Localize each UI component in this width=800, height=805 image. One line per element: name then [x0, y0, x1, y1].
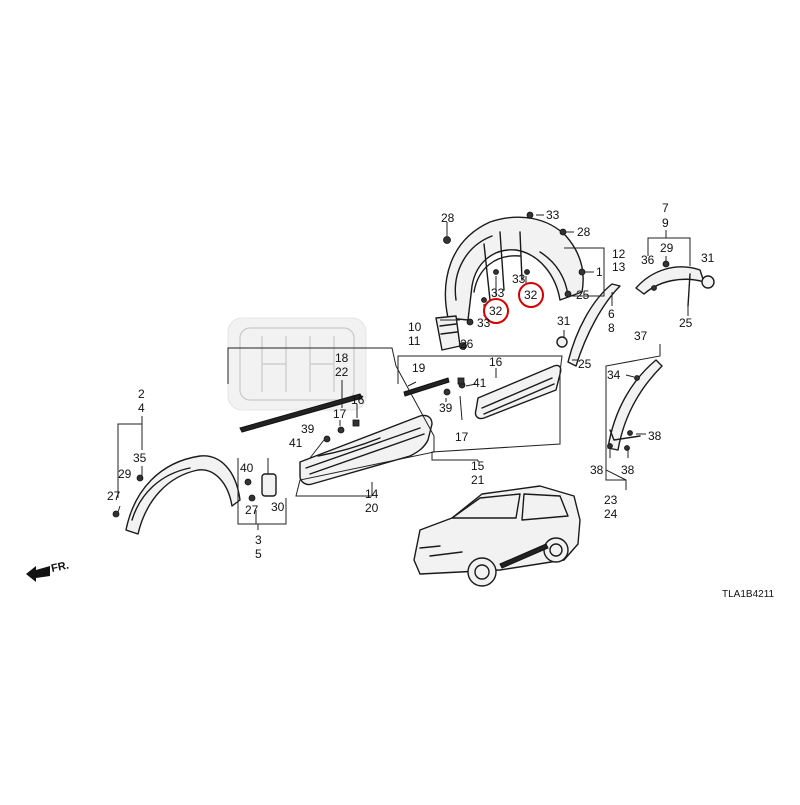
callout-38[interactable]: 38 — [590, 463, 604, 477]
rear-door-belt-strip[interactable] — [403, 377, 450, 397]
callout-5[interactable]: 5 — [255, 547, 262, 561]
callout-30[interactable]: 30 — [271, 500, 285, 514]
diagram-code: TLA1B4211 — [722, 589, 775, 600]
callout-27[interactable]: 27 — [107, 489, 121, 503]
callout-32[interactable]: 32 — [489, 304, 503, 318]
front-door-belt-strip[interactable] — [239, 393, 363, 433]
callout-36[interactable]: 36 — [641, 253, 655, 267]
callout-21[interactable]: 21 — [471, 473, 485, 487]
callout-41[interactable]: 41 — [473, 376, 487, 390]
callout-22[interactable]: 22 — [335, 365, 349, 379]
callout-19[interactable]: 19 — [412, 361, 426, 375]
callout-14[interactable]: 14 — [365, 487, 379, 501]
callout-11[interactable]: 11 — [408, 334, 421, 348]
callout-31[interactable]: 31 — [557, 314, 571, 328]
callout-labels: 28 33 28 12 13 1 33 33 32 32 33 25 10 11… — [107, 201, 715, 561]
callout-18[interactable]: 18 — [335, 351, 349, 365]
callout-37[interactable]: 37 — [634, 329, 648, 343]
front-splash-clip[interactable] — [112, 473, 277, 518]
door-fasteners — [323, 377, 466, 443]
callout-27[interactable]: 27 — [245, 503, 259, 517]
front-wheel-arch-molding[interactable] — [125, 455, 241, 535]
callout-33[interactable]: 33 — [491, 286, 505, 300]
brand-watermark — [227, 317, 367, 411]
callout-20[interactable]: 20 — [365, 501, 379, 515]
callout-26[interactable]: 26 — [460, 337, 474, 351]
callout-2[interactable]: 2 — [138, 387, 145, 401]
callout-10[interactable]: 10 — [408, 320, 422, 334]
callout-29[interactable]: 29 — [118, 467, 132, 481]
callout-25[interactable]: 25 — [679, 316, 693, 330]
callout-34[interactable]: 34 — [607, 368, 621, 382]
callout-32[interactable]: 32 — [524, 288, 538, 302]
callout-31[interactable]: 31 — [701, 251, 715, 265]
callout-8[interactable]: 8 — [608, 321, 615, 335]
callout-25[interactable]: 25 — [578, 357, 592, 371]
callout-28[interactable]: 28 — [441, 211, 455, 225]
callout-33[interactable]: 33 — [546, 208, 560, 222]
liner-fasteners — [443, 211, 586, 350]
rear-inner-fender-liner[interactable] — [444, 216, 584, 321]
callout-17[interactable]: 17 — [333, 407, 347, 421]
highlight-markers — [483, 282, 544, 324]
callout-16[interactable]: 16 — [351, 393, 365, 407]
callout-16[interactable]: 16 — [489, 355, 503, 369]
callout-39[interactable]: 39 — [439, 401, 453, 415]
callout-17[interactable]: 17 — [455, 430, 469, 444]
mud-guard[interactable] — [435, 315, 461, 351]
rear-quarter-strip[interactable] — [556, 283, 621, 367]
callout-33[interactable]: 33 — [512, 272, 526, 286]
front-direction-label: FR. — [50, 560, 70, 575]
callout-13[interactable]: 13 — [612, 260, 626, 274]
callout-15[interactable]: 15 — [471, 459, 485, 473]
front-door-lower-molding[interactable] — [299, 414, 433, 486]
leader-lines — [117, 214, 691, 530]
callout-9[interactable]: 9 — [662, 216, 669, 230]
callout-38[interactable]: 38 — [621, 463, 635, 477]
callout-3[interactable]: 3 — [255, 533, 262, 547]
callout-38[interactable]: 38 — [648, 429, 662, 443]
callout-12[interactable]: 12 — [612, 247, 626, 261]
callout-29[interactable]: 29 — [660, 241, 674, 255]
rear-wheel-arch-molding[interactable] — [635, 260, 715, 307]
callout-33[interactable]: 33 — [477, 316, 491, 330]
callout-40[interactable]: 40 — [240, 461, 254, 475]
callout-24[interactable]: 24 — [604, 507, 618, 521]
rear-door-lower-molding[interactable] — [474, 364, 562, 420]
callout-6[interactable]: 6 — [608, 307, 615, 321]
callout-28[interactable]: 28 — [577, 225, 591, 239]
callout-35[interactable]: 35 — [133, 451, 147, 465]
callout-41[interactable]: 41 — [289, 436, 303, 450]
callout-23[interactable]: 23 — [604, 493, 618, 507]
callout-25[interactable]: 25 — [576, 288, 590, 302]
vehicle-overview-illustration — [413, 485, 581, 587]
callout-7[interactable]: 7 — [662, 201, 669, 215]
callout-39[interactable]: 39 — [301, 422, 315, 436]
callout-1[interactable]: 1 — [596, 265, 603, 279]
callout-4[interactable]: 4 — [138, 401, 145, 415]
front-direction-arrow — [26, 566, 50, 582]
